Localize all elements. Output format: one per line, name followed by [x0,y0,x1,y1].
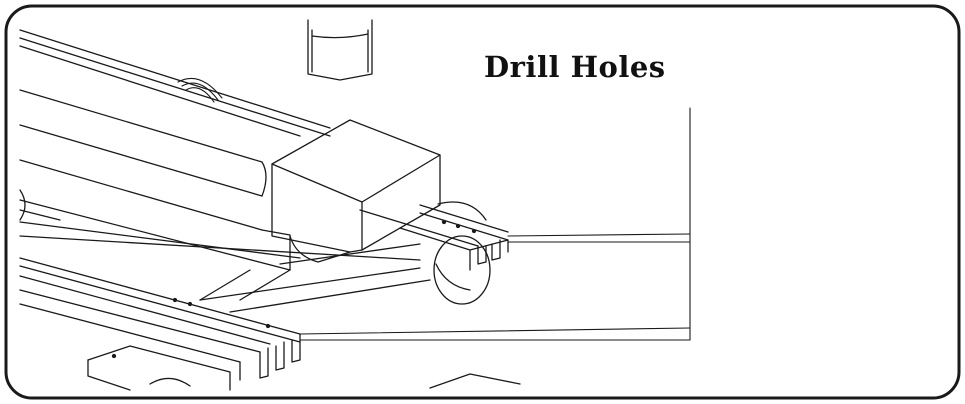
upper-stand-part [307,19,373,81]
main-tube [19,29,331,271]
right-wheel [433,201,491,305]
block-box [271,119,441,263]
lower-left-rail [19,257,301,381]
frame-border [4,4,961,400]
bottom-feet [87,345,521,391]
base-plates [19,189,431,313]
upper-right-rail [359,204,509,271]
drill-holes-label: Drill Holes [484,50,666,84]
leader-lines [299,107,691,341]
